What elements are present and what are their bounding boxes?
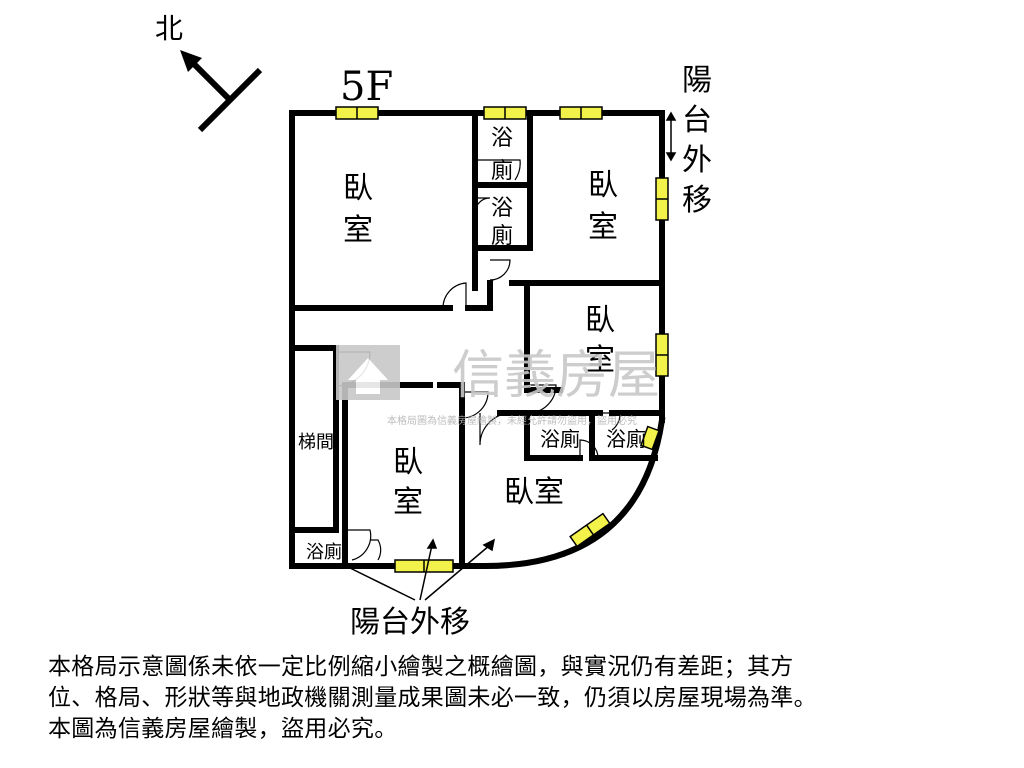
watermark-brand: 信義房屋 bbox=[452, 346, 660, 406]
bedroom-sw-2: 室 bbox=[393, 485, 423, 520]
bedroom-ne-2: 室 bbox=[588, 210, 618, 245]
window-curve-1 bbox=[639, 425, 661, 451]
bath-top-1b: 廁 bbox=[491, 159, 513, 184]
door-bath-bottom-2 bbox=[370, 539, 382, 561]
balcony-right-label: 陽 台 外 移 bbox=[682, 63, 712, 218]
balcony-arrows bbox=[349, 111, 677, 601]
bedroom-mid-1: 臥 bbox=[585, 303, 615, 338]
window-curve-2 bbox=[569, 512, 611, 548]
bedroom-se: 臥室 bbox=[504, 475, 564, 510]
bedroom-sw-1: 臥 bbox=[393, 445, 423, 480]
balcony-right-char-3: 外 bbox=[682, 143, 712, 178]
bath-top-1a: 浴 bbox=[491, 126, 513, 151]
floor-plan: 北 5F bbox=[155, 12, 712, 640]
bedroom-nw-2: 室 bbox=[343, 213, 373, 248]
floor-label: 5F bbox=[340, 64, 393, 110]
watermark: 信義房屋 本格局圖為信義房屋繪製，未經允許請勿盜用，盜用必究 bbox=[336, 345, 660, 427]
stairs-label: 梯間 bbox=[298, 432, 334, 453]
bath-top-2b: 廁 bbox=[491, 224, 513, 249]
bedroom-mid-2: 室 bbox=[585, 343, 615, 378]
disclaimer-line-3: 本圖為信義房屋繪製，盜用必究。 bbox=[48, 716, 398, 742]
door-sw-bedroom bbox=[461, 391, 489, 419]
door-bath-bottom bbox=[345, 529, 372, 561]
disclaimer-line-2: 位、格局、形狀等與地政機關測量成果圖未必一致，仍須以房屋現場為準。 bbox=[48, 685, 817, 711]
bedroom-ne-1: 臥 bbox=[588, 168, 618, 203]
door-bath-top-2 bbox=[474, 197, 491, 214]
balcony-bottom-label: 陽台外移 bbox=[350, 605, 470, 640]
watermark-logo-icon bbox=[336, 345, 400, 400]
door-bath-right-2 bbox=[600, 412, 621, 431]
bedroom-nw-1: 臥 bbox=[343, 171, 373, 206]
balcony-right-char-1: 陽 bbox=[682, 63, 712, 98]
north-compass: 北 bbox=[155, 12, 263, 133]
north-arrow-head bbox=[180, 50, 202, 72]
windows bbox=[335, 106, 669, 573]
bath-right-1: 浴廁 bbox=[540, 427, 580, 451]
bath-right-2: 浴廁 bbox=[606, 427, 646, 451]
room-labels: 臥 室 臥 室 臥 室 臥 室 臥室 浴 廁 浴 廁 浴廁 浴廁 浴廁 梯間 bbox=[298, 126, 646, 563]
door-nw-bedroom bbox=[442, 282, 467, 309]
disclaimer-line-1: 本格局示意圖係未依一定比例縮小繪製之概繪圖，與實況仍有差距；其方 bbox=[48, 654, 794, 680]
door-se-bedroom bbox=[479, 412, 513, 446]
door-bath-right-1 bbox=[579, 439, 599, 459]
balcony-right-char-2: 台 bbox=[682, 103, 712, 138]
compass-cross-line bbox=[197, 67, 263, 133]
bath-top-2a: 浴 bbox=[491, 196, 513, 221]
bath-bottom: 浴廁 bbox=[306, 541, 342, 563]
door-bath-top-1 bbox=[475, 159, 521, 181]
door-mid-bedroom bbox=[527, 384, 557, 414]
watermark-notice: 本格局圖為信義房屋繪製，未經允許請勿盜用，盜用必究 bbox=[387, 414, 637, 427]
balcony-right-char-4: 移 bbox=[682, 183, 712, 218]
disclaimer: 本格局示意圖係未依一定比例縮小繪製之概繪圖，與實況仍有差距；其方 位、格局、形狀… bbox=[48, 652, 988, 745]
north-label: 北 bbox=[155, 12, 183, 45]
door-ne-bedroom bbox=[489, 259, 511, 281]
